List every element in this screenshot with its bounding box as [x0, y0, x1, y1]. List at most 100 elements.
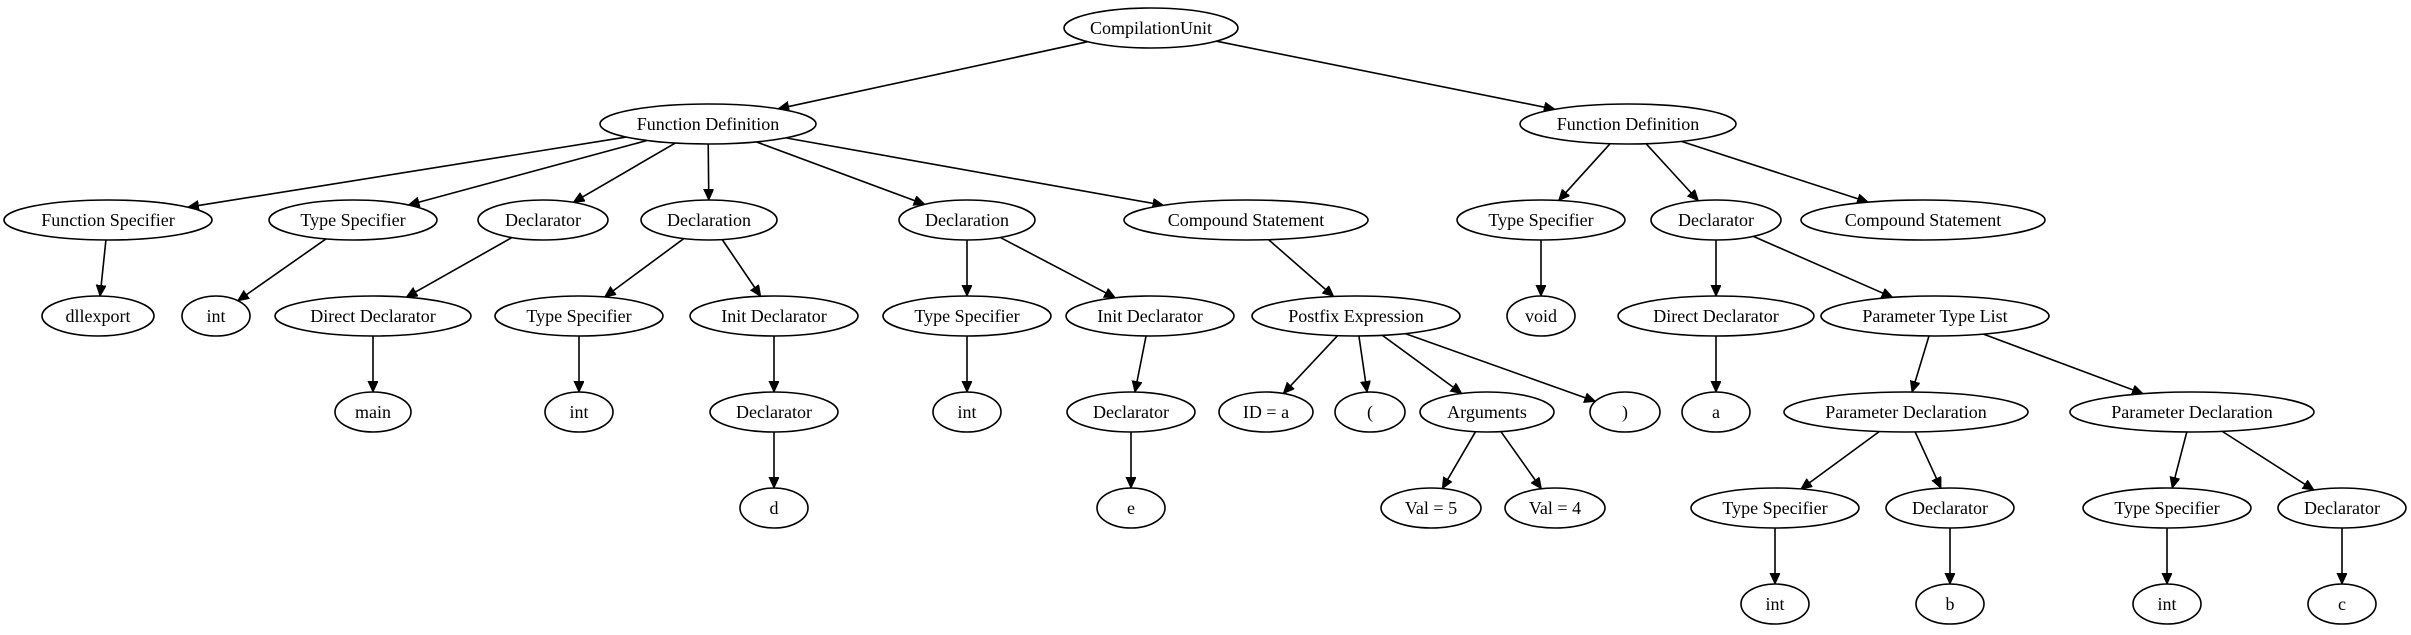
tree-node-declarator: Declarator: [1650, 199, 1782, 241]
tree-node-direct-declarator: Direct Declarator: [1617, 295, 1815, 337]
tree-edge: [721, 239, 760, 297]
node-ellipse: [1066, 391, 1196, 433]
node-ellipse: [1617, 295, 1815, 337]
node-ellipse: [2069, 391, 2315, 433]
tree-node-init-declarator: Init Declarator: [689, 295, 859, 337]
node-label: Compound Statement: [1845, 210, 2002, 230]
node-ellipse: [1063, 7, 1239, 49]
node-label: d: [770, 498, 779, 518]
node-ellipse: [1885, 487, 2015, 529]
node-label: Direct Declarator: [1653, 306, 1778, 326]
tree-edge: [1267, 239, 1334, 297]
tree-edge: [778, 40, 1088, 109]
node-ellipse: [1589, 391, 1661, 433]
tree-node-declarator: Declarator: [1885, 487, 2015, 529]
tree-node-val-4: Val = 4: [1504, 487, 1606, 529]
tree-node-parameter-declaration: Parameter Declaration: [2069, 391, 2315, 433]
tree-edge: [1135, 335, 1147, 392]
node-ellipse: [1740, 583, 1810, 625]
tree-node-int: int: [932, 391, 1002, 433]
node-label: Declarator: [505, 210, 581, 230]
tree-node-main: main: [334, 391, 412, 433]
tree-node-id-a: ID = a: [1218, 391, 1314, 433]
tree-node-type-specifier: Type Specifier: [2082, 487, 2252, 529]
node-label: Function Definition: [1557, 114, 1700, 134]
tree-node-compound-statement: Compound Statement: [1123, 199, 1369, 241]
tree-edge: [1645, 143, 1698, 201]
tree-node-compound-statement: Compound Statement: [1800, 199, 2046, 241]
tree-node-function-specifier: Function Specifier: [3, 199, 213, 241]
tree-edge: [1216, 40, 1554, 109]
node-label: c: [2338, 594, 2346, 614]
node-ellipse: [1506, 295, 1576, 337]
tree-node-int: int: [544, 391, 614, 433]
tree-edge: [406, 236, 513, 298]
node-label: Type Specifier: [1722, 498, 1827, 518]
tree-node-parameter-type-list: Parameter Type List: [1820, 295, 2050, 337]
node-label: Type Specifier: [914, 306, 1019, 326]
tree-edge: [1405, 332, 1595, 402]
tree-node-symbol: ): [1589, 391, 1661, 433]
node-label: Declaration: [667, 210, 751, 230]
tree-edge: [785, 137, 1164, 205]
tree-edge: [1681, 140, 1868, 202]
node-ellipse: [268, 199, 438, 241]
node-label: ): [1622, 402, 1628, 423]
node-label: ID = a: [1243, 402, 1289, 422]
node-ellipse: [2277, 487, 2407, 529]
tree-edge: [1801, 430, 1880, 489]
tree-node-function-definition: Function Definition: [1519, 103, 1737, 145]
tree-node-symbol: (: [1334, 391, 1406, 433]
node-label: Function Specifier: [41, 210, 174, 230]
tree-edge: [1753, 235, 1892, 299]
tree-edge: [1914, 431, 1942, 488]
node-ellipse: [640, 199, 778, 241]
node-label: e: [1127, 498, 1135, 518]
tree-edge: [999, 236, 1115, 299]
tree-edge: [2172, 431, 2188, 488]
node-label: main: [355, 402, 391, 422]
node-label: int: [206, 306, 225, 326]
node-ellipse: [1783, 391, 2029, 433]
tree-node-parameter-declaration: Parameter Declaration: [1783, 391, 2029, 433]
tree-node-arguments: Arguments: [1419, 391, 1555, 433]
tree-edge: [1441, 431, 1477, 489]
node-ellipse: [898, 199, 1036, 241]
node-label: Type Specifier: [526, 306, 631, 326]
node-label: Arguments: [1447, 402, 1527, 422]
node-ellipse: [1380, 487, 1482, 529]
tree-node-declaration: Declaration: [640, 199, 778, 241]
tree-node-type-specifier: Type Specifier: [268, 199, 438, 241]
node-ellipse: [689, 295, 859, 337]
tree-edge: [100, 239, 107, 296]
node-ellipse: [1820, 295, 2050, 337]
tree-node-e: e: [1096, 487, 1166, 529]
node-label: Type Specifier: [2114, 498, 2219, 518]
tree-node-compilationunit: CompilationUnit: [1063, 7, 1239, 49]
tree-node-declaration: Declaration: [898, 199, 1036, 241]
node-ellipse: [3, 199, 213, 241]
node-label: Type Specifier: [300, 210, 405, 230]
node-label: void: [1525, 306, 1557, 326]
tree-edge: [1283, 335, 1339, 394]
node-label: Init Declarator: [721, 306, 826, 326]
tree-node-c: c: [2307, 583, 2377, 625]
node-ellipse: [334, 391, 412, 433]
tree-node-postfix-expression: Postfix Expression: [1251, 295, 1461, 337]
node-label: (: [1367, 402, 1373, 423]
node-ellipse: [1690, 487, 1860, 529]
tree-node-int: int: [1740, 583, 1810, 625]
node-ellipse: [1800, 199, 2046, 241]
node-ellipse: [1519, 103, 1737, 145]
node-ellipse: [1334, 391, 1406, 433]
node-label: a: [1712, 402, 1720, 422]
node-ellipse: [2132, 583, 2202, 625]
tree-edges: [100, 40, 2342, 584]
tree-node-type-specifier: Type Specifier: [494, 295, 664, 337]
node-label: int: [569, 402, 588, 422]
tree-node-int: int: [2132, 583, 2202, 625]
tree-node-void: void: [1506, 295, 1576, 337]
node-label: Parameter Type List: [1862, 306, 2007, 326]
node-ellipse: [1123, 199, 1369, 241]
node-label: Declarator: [2304, 498, 2380, 518]
